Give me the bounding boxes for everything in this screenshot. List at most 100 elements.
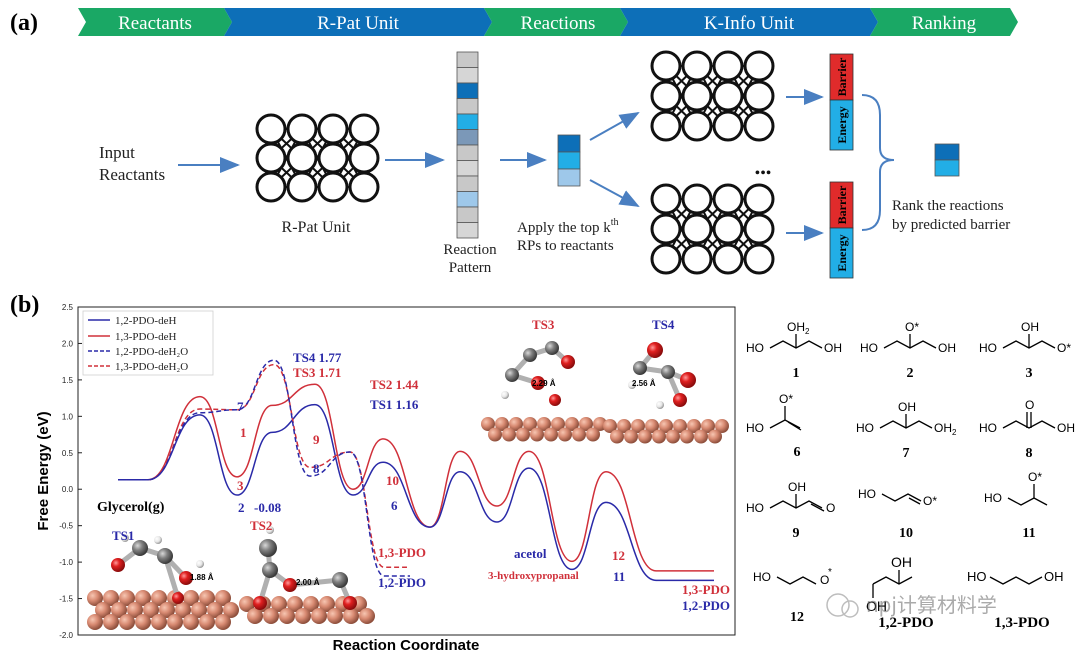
label-12pdo-mid: 1,2-PDO bbox=[378, 575, 426, 590]
cu-atom bbox=[295, 608, 311, 624]
label-ts4: TS4 1.77 bbox=[293, 350, 342, 365]
curve-12pdo-deh bbox=[117, 403, 714, 582]
cu-atom bbox=[199, 590, 215, 606]
struct-3-label: 3 bbox=[1026, 366, 1033, 381]
struct-3-oh: OH bbox=[1021, 320, 1039, 334]
y-tick-label: 2.5 bbox=[62, 303, 74, 312]
y-tick-label: 2.0 bbox=[62, 339, 74, 348]
oxygen-atom bbox=[253, 596, 267, 610]
arrow-topk-down bbox=[589, 179, 640, 207]
y-tick-label: -1.5 bbox=[59, 595, 73, 604]
cu-atom bbox=[167, 614, 183, 630]
kinfo-bottom-node bbox=[712, 183, 744, 215]
struct-12-o: O bbox=[820, 573, 829, 587]
oxygen-atom bbox=[549, 394, 561, 406]
legend: 1,2-PDO-deH 1,3-PDO-deH 1,2-PDO-deH₂O 1,… bbox=[82, 310, 214, 376]
kinfo-bottom-node bbox=[743, 213, 775, 245]
input-label-line1: Input bbox=[99, 143, 135, 162]
energy-label-bottom: Energy bbox=[835, 234, 849, 271]
rpat-network bbox=[255, 113, 380, 203]
cu-atom bbox=[610, 429, 624, 444]
cu-atom bbox=[239, 596, 255, 612]
inset-ts1-distance: 1.88 Å bbox=[190, 573, 214, 582]
barrier-label-top: Barrier bbox=[835, 57, 849, 96]
kinfo-bottom-node bbox=[650, 183, 682, 215]
apply-label-line2: RPs to reactants bbox=[517, 238, 614, 254]
step-ranking-bg bbox=[870, 8, 1018, 36]
cu-atom bbox=[558, 427, 572, 442]
ellipsis-dots: ••• bbox=[755, 165, 772, 182]
y-tick-label: -2.0 bbox=[59, 631, 73, 640]
label-8: 8 bbox=[313, 461, 320, 476]
cu-atom bbox=[279, 608, 295, 624]
cu-atom bbox=[603, 419, 617, 433]
label-ts3: TS3 1.71 bbox=[293, 365, 341, 380]
cu-atom bbox=[119, 590, 135, 606]
inset-ts3-title: TS3 bbox=[532, 317, 555, 332]
struct-9-ho: HO bbox=[746, 501, 764, 515]
pattern-label-line1: Reaction bbox=[443, 242, 497, 258]
struct-1-oh2: OH2 bbox=[787, 320, 810, 336]
structure-13pdo: HO OH 1,3-PDO bbox=[967, 569, 1064, 631]
label-13pdo-mid: 1,3-PDO bbox=[378, 545, 426, 560]
kinfo-network-top bbox=[650, 50, 775, 142]
struct-7-oh2: OH2 bbox=[934, 421, 957, 437]
cu-atom bbox=[579, 417, 593, 431]
cu-atom bbox=[516, 427, 530, 442]
structure-8: HO OH O 8 bbox=[979, 398, 1075, 461]
struct-12-label: 12 bbox=[790, 610, 804, 625]
x-axis-label: Reaction Coordinate bbox=[333, 637, 480, 654]
carbon-atom bbox=[157, 548, 173, 564]
rpat-caption: R-Pat Unit bbox=[282, 219, 351, 236]
structure-7: HO OH2 OH 7 bbox=[856, 400, 957, 461]
arrow-topk-up bbox=[589, 112, 640, 141]
cu-atom bbox=[638, 429, 652, 444]
struct-6-ho: HO bbox=[746, 421, 764, 435]
kinfo-top-node bbox=[743, 110, 775, 142]
cu-atom bbox=[111, 602, 127, 618]
oxygen-atom bbox=[172, 592, 184, 604]
cu-atom bbox=[694, 429, 708, 444]
oxygen-atom bbox=[179, 571, 193, 585]
kinfo-top-node bbox=[712, 50, 744, 82]
label-acetol: acetol bbox=[514, 546, 547, 561]
oxygen-atom bbox=[283, 578, 297, 592]
kinfo-top-node bbox=[712, 80, 744, 112]
struct-12pdo-oh-bottom: OH bbox=[866, 598, 887, 614]
struct-9-label: 9 bbox=[793, 526, 800, 541]
cu-atom bbox=[537, 417, 551, 431]
cu-atom bbox=[215, 590, 231, 606]
kinfo-bottom-node bbox=[650, 243, 682, 275]
cu-atom bbox=[495, 417, 509, 431]
rpat-network-node bbox=[348, 113, 380, 145]
cu-atom bbox=[701, 419, 715, 433]
input-label-line2: Reactants bbox=[99, 165, 165, 184]
hydrogen-atom bbox=[628, 381, 636, 389]
cu-atom bbox=[687, 419, 701, 433]
step-ranking: Ranking bbox=[912, 13, 977, 34]
hydrogen-atom bbox=[501, 391, 509, 399]
cu-atom bbox=[586, 427, 600, 442]
struct-6-label: 6 bbox=[794, 445, 801, 460]
struct-3-ostar: O* bbox=[1057, 341, 1071, 355]
cu-atom bbox=[271, 596, 287, 612]
struct-2-ostar: O* bbox=[905, 320, 919, 334]
rpat-network-node bbox=[348, 171, 380, 203]
cu-atom bbox=[87, 590, 103, 606]
rpat-network-node bbox=[255, 142, 287, 174]
struct-12pdo-label: 1,2-PDO bbox=[878, 615, 933, 631]
cu-atom bbox=[311, 608, 327, 624]
kinfo-bottom-node bbox=[743, 243, 775, 275]
step-kinfo-bg bbox=[620, 8, 878, 36]
cu-atom bbox=[127, 602, 143, 618]
structure-3: HO O* OH 3 bbox=[979, 320, 1071, 381]
label-6: 6 bbox=[391, 498, 398, 513]
cu-atom bbox=[319, 596, 335, 612]
step-banner: Reactants R-Pat Unit Reactions K-Info Un… bbox=[78, 8, 1018, 36]
structure-9: HO O OH 9 bbox=[746, 480, 835, 541]
legend-label-2: 1,3-PDO-deH bbox=[115, 331, 176, 343]
struct-9-o: O bbox=[826, 501, 835, 515]
rpat-network-node bbox=[317, 113, 349, 145]
cu-atom bbox=[151, 614, 167, 630]
cu-atom bbox=[359, 608, 375, 624]
